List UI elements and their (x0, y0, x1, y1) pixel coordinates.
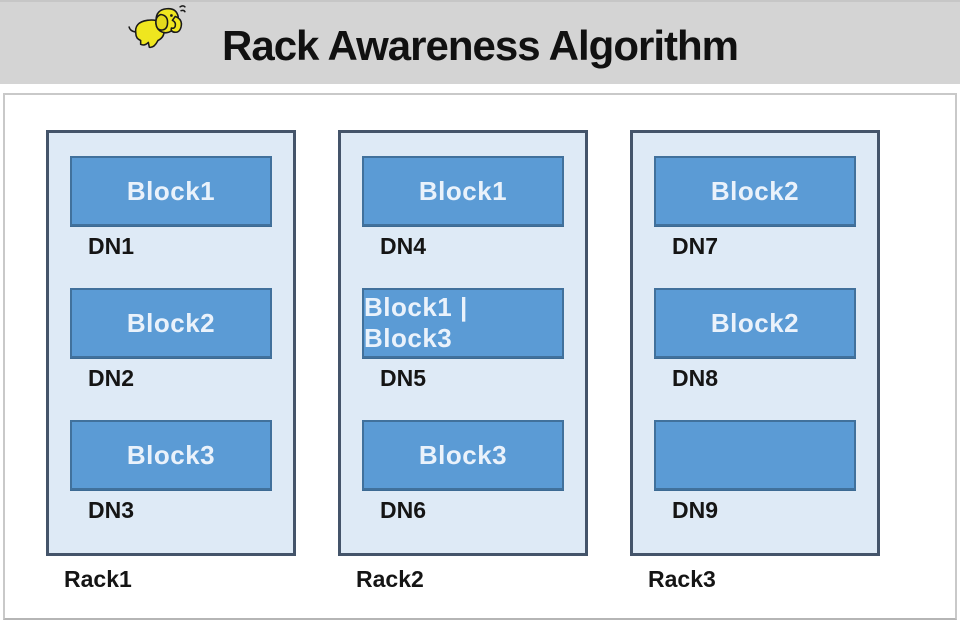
dn4-label: DN4 (380, 233, 427, 259)
block-dn4: Block1 (362, 156, 564, 226)
block-dn2: Block2 (70, 288, 272, 358)
rack-1-box: Block1 DN1 Block2 DN2 Block3 DN3 (46, 130, 296, 556)
diagram-canvas: Block1 DN1 Block2 DN2 Block3 DN3 Rack1 B… (3, 93, 957, 620)
datanode-dn3: Block3 DN3 (70, 420, 272, 524)
dn7-label: DN7 (672, 233, 719, 259)
dn1-label: DN1 (88, 233, 135, 259)
racks-row: Block1 DN1 Block2 DN2 Block3 DN3 Rack1 B… (5, 95, 955, 593)
block-dn9-empty (654, 420, 856, 490)
block-dn6: Block3 (362, 420, 564, 490)
datanode-dn5: Block1 | Block3 DN5 (362, 288, 564, 392)
dn6-label: DN6 (380, 497, 427, 523)
block-dn5: Block1 | Block3 (362, 288, 564, 358)
datanode-dn1: Block1 DN1 (70, 156, 272, 260)
page-title: Rack Awareness Algorithm (222, 22, 739, 69)
rack-3-box: Block2 DN7 Block2 DN8 DN9 (630, 130, 880, 556)
dn9-label: DN9 (672, 497, 719, 523)
datanode-dn7: Block2 DN7 (654, 156, 856, 260)
rack-2-box: Block1 DN4 Block1 | Block3 DN5 Block3 DN… (338, 130, 588, 556)
block-dn7: Block2 (654, 156, 856, 226)
rack-3-label: Rack3 (648, 566, 716, 592)
rack-2: Block1 DN4 Block1 | Block3 DN5 Block3 DN… (338, 130, 588, 593)
rack-1-label: Rack1 (64, 566, 132, 592)
dn2-label: DN2 (88, 365, 135, 391)
slide-header: Rack Awareness Algorithm (0, 0, 960, 84)
dn5-label: DN5 (380, 365, 427, 391)
block-dn1: Block1 (70, 156, 272, 226)
hadoop-elephant-icon (128, 5, 186, 49)
dn8-label: DN8 (672, 365, 719, 391)
datanode-dn4: Block1 DN4 (362, 156, 564, 260)
datanode-dn8: Block2 DN8 (654, 288, 856, 392)
datanode-dn2: Block2 DN2 (70, 288, 272, 392)
rack-2-label: Rack2 (356, 566, 424, 592)
dn3-label: DN3 (88, 497, 135, 523)
block-dn3: Block3 (70, 420, 272, 490)
datanode-dn9: DN9 (654, 420, 856, 524)
block-dn8: Block2 (654, 288, 856, 358)
datanode-dn6: Block3 DN6 (362, 420, 564, 524)
rack-1: Block1 DN1 Block2 DN2 Block3 DN3 Rack1 (46, 130, 296, 593)
rack-3: Block2 DN7 Block2 DN8 DN9 Rack3 (630, 130, 880, 593)
